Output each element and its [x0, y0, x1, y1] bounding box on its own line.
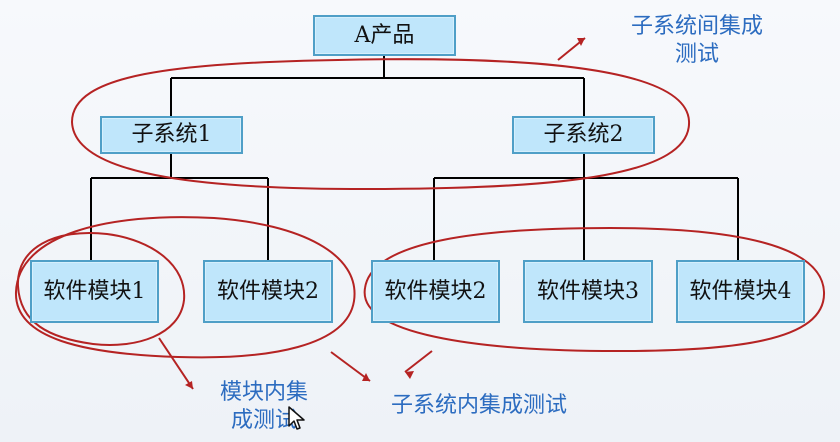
subsystem-right-arrow-line: [404, 350, 433, 373]
annotation-arrows: [158, 37, 586, 390]
subsystem-left-arrowhead: [362, 373, 370, 381]
module-arrow-line: [158, 337, 194, 390]
module-internal-annotation: 模块内集 成测试: [219, 380, 308, 433]
hierarchy-connectors: [90, 56, 739, 260]
module-1-ellipse: [16, 232, 186, 346]
subsystem-1-label: 子系统1: [131, 122, 212, 147]
subsystem-left-arrow-line: [330, 351, 371, 382]
module-1-node: 软件模块1: [30, 260, 159, 323]
module-2b-node: 软件模块2: [371, 260, 500, 323]
module-3-node: 软件模块3: [523, 260, 653, 323]
module-4-node: 软件模块4: [676, 260, 805, 323]
module-1-label: 软件模块1: [43, 278, 146, 304]
module-2-label: 软件模块2: [217, 278, 319, 304]
mouse-cursor-icon: [288, 406, 305, 430]
subsystem-2-ellipse: [363, 226, 826, 353]
module-2b-label: 软件模块2: [384, 278, 487, 304]
module-4-label: 软件模块4: [689, 278, 792, 304]
module-3-label: 软件模块3: [537, 278, 639, 304]
intersystem-ellipse: [70, 58, 691, 191]
intersystem-arrowhead: [577, 38, 585, 46]
intersystem-annotation: 子系统间集成 测试: [630, 14, 763, 67]
root-node: A产品: [313, 15, 456, 56]
module-arrowhead: [185, 381, 193, 389]
subsystem-2-node: 子系统2: [512, 116, 655, 154]
subsystem-right-arrowhead: [405, 371, 414, 379]
subsystem-internal-annotation: 子系统内集成测试: [390, 393, 567, 418]
root-label: A产品: [354, 22, 415, 48]
module-2-node: 软件模块2: [203, 260, 333, 323]
annotation-ellipses: [14, 58, 826, 359]
subsystem-1-node: 子系统1: [100, 116, 243, 154]
subsystem-1-ellipse: [14, 216, 356, 359]
subsystem-2-label: 子系统2: [543, 122, 624, 147]
